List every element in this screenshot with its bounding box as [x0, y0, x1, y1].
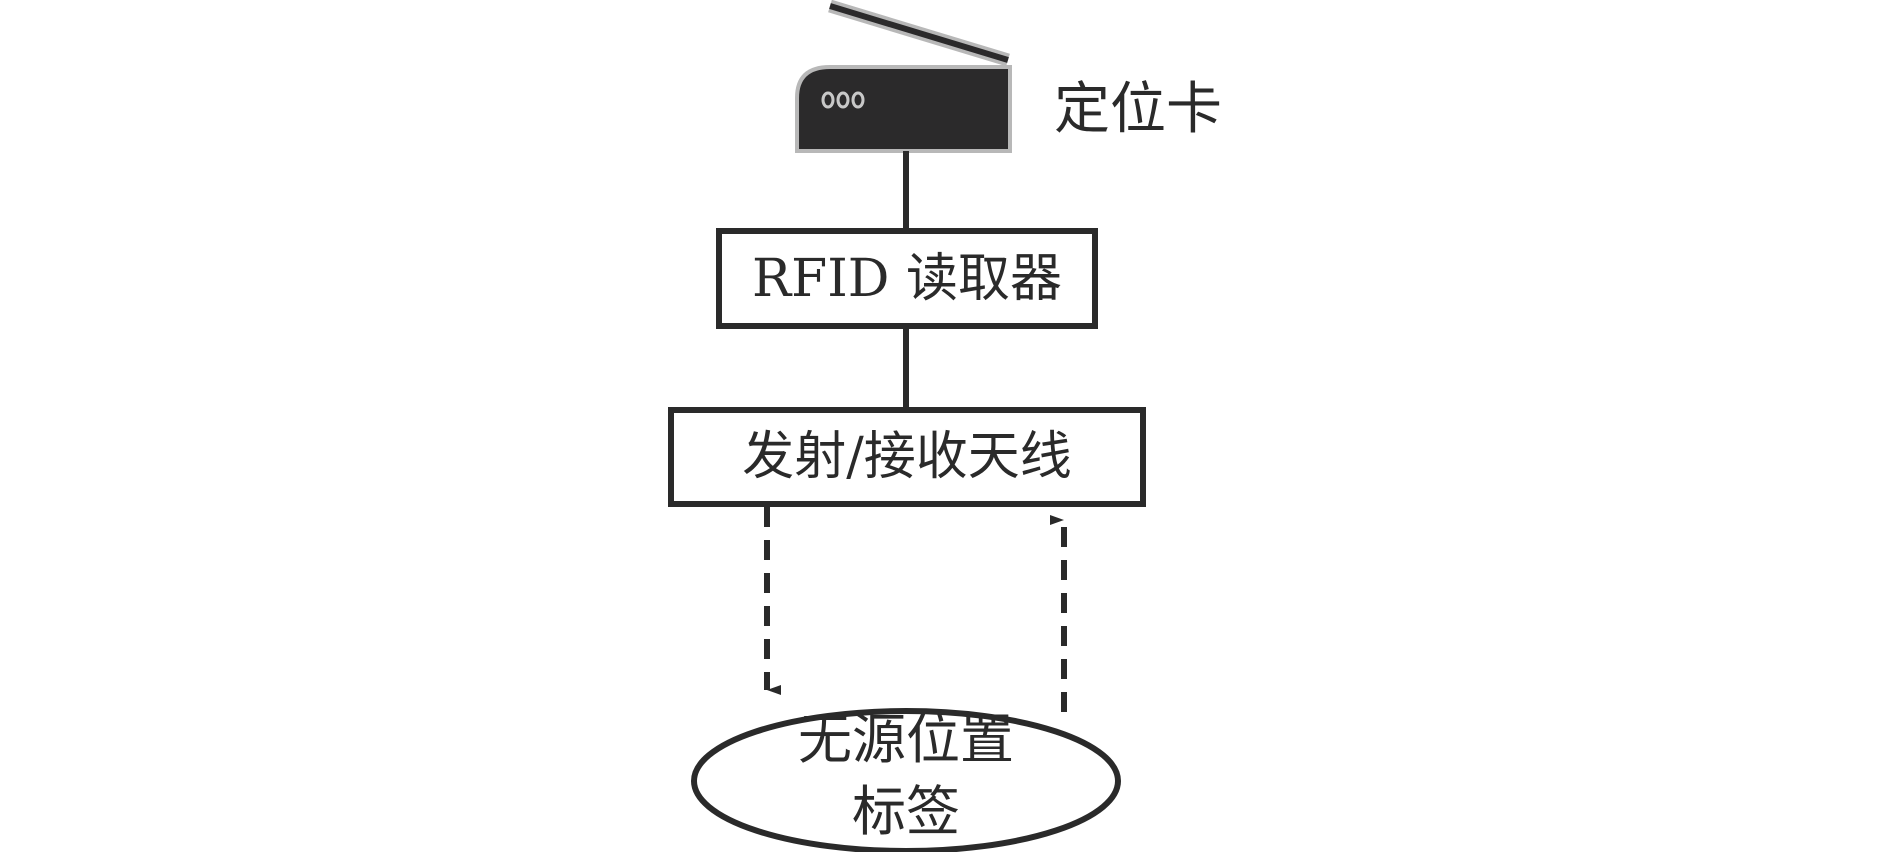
passive-tag-label-line2: 标签 [852, 780, 960, 843]
card-label: 定位卡 [1054, 77, 1222, 142]
card-body [795, 65, 1012, 153]
location-card-icon [795, 0, 1012, 153]
antenna-box [668, 407, 1146, 507]
passive-tag-label-line1: 无源位置 [798, 708, 1014, 771]
rfid-reader-label: RFID 读取器 [752, 249, 1062, 309]
card-indicator-dots [821, 91, 865, 109]
antenna-label: 发射/接收天线 [742, 427, 1072, 487]
card-lid-inner [829, 3, 1009, 63]
passive-tag-ellipse [691, 708, 1121, 852]
